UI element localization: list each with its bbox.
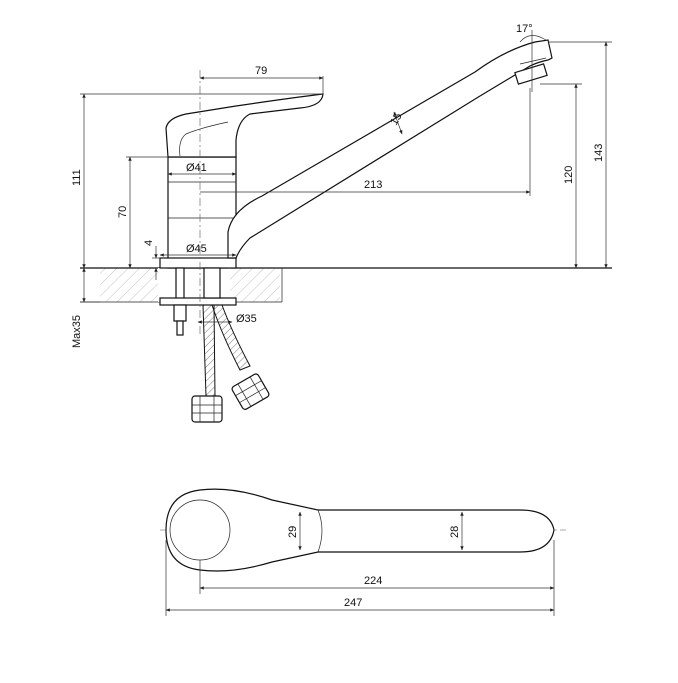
dim-213-label: 213 <box>364 179 382 191</box>
dimension-d45: Ø45 <box>159 243 237 257</box>
dimension-111: 111 <box>71 93 323 269</box>
dim-79-label: 79 <box>255 65 267 77</box>
dim-120-label: 120 <box>563 166 575 184</box>
dimension-247: 247 <box>165 540 555 616</box>
dim-70-label: 70 <box>117 206 129 218</box>
dim-111-label: 111 <box>71 169 83 186</box>
dimension-17-deg: 17° <box>516 23 547 92</box>
dimension-d35: Ø35 <box>197 313 257 325</box>
dimension-70: 70 <box>117 156 168 269</box>
dimension-15: 15 <box>388 111 405 135</box>
dim-247-label: 247 <box>344 597 362 609</box>
dimension-79: 79 <box>199 65 324 94</box>
dimension-28: 28 <box>449 511 464 551</box>
dim-28-label: 28 <box>449 526 461 538</box>
dim-d35-label: Ø35 <box>236 313 257 325</box>
dimension-143: 143 <box>548 41 612 269</box>
dim-224-label: 224 <box>364 575 382 587</box>
dimension-max35: Max35 <box>71 267 100 348</box>
top-view-outline <box>165 488 555 572</box>
countertop <box>80 267 612 303</box>
side-view: 79 111 17° 15 143 120 <box>71 23 612 423</box>
dim-17-label: 17° <box>516 23 533 35</box>
dim-d41-label: Ø41 <box>186 162 207 174</box>
dim-4-label: 4 <box>143 240 155 246</box>
mounting-hardware <box>159 267 237 336</box>
lever-handle <box>165 93 324 158</box>
spout <box>227 39 553 259</box>
dim-d45-label: Ø45 <box>186 243 207 255</box>
supply-hoses <box>191 304 270 423</box>
dimension-d41: Ø41 <box>167 162 237 176</box>
dimension-4: 4 <box>143 240 160 280</box>
dimension-224: 224 <box>199 540 555 616</box>
dimension-213: 213 <box>200 88 531 196</box>
dimension-120: 120 <box>540 83 582 269</box>
dim-max35-label: Max35 <box>71 315 83 348</box>
dim-143-label: 143 <box>593 144 605 162</box>
dim-15-label: 15 <box>388 111 405 128</box>
dim-29-label: 29 <box>287 526 299 538</box>
dimension-29: 29 <box>287 511 302 551</box>
top-view: 29 28 224 247 <box>160 488 566 616</box>
